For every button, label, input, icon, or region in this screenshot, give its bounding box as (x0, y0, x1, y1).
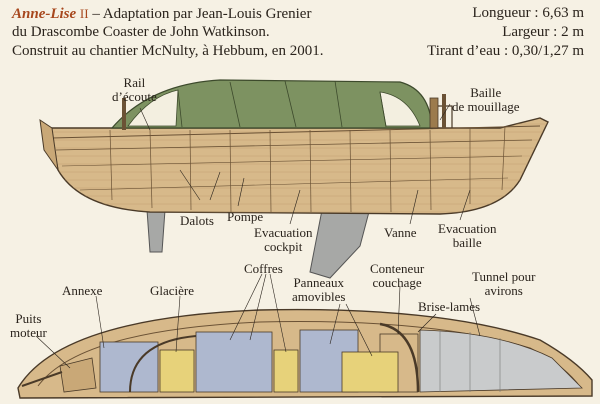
label-conteneur-couchage: Conteneur couchage (370, 261, 425, 290)
rudder-blade (146, 209, 166, 253)
label-glaciere: Glacière (150, 283, 195, 298)
canvas-cover (110, 79, 433, 129)
label-panneaux-amovibles: Panneaux amovibles (292, 275, 346, 304)
boat-numeral: II (79, 6, 89, 21)
header-line-1-rest: – Adaptation par Jean-Louis Grenier (88, 6, 312, 22)
label-tunnel-avirons: Tunnel pour avirons (472, 269, 536, 298)
label-pompe: Pompe (227, 209, 264, 224)
label-dalots: Dalots (180, 213, 214, 228)
panel-yellow-1 (159, 349, 195, 393)
label-puits-moteur: Puits moteur (10, 311, 47, 340)
boat-name: Anne-Lise (12, 6, 77, 22)
label-vanne: Vanne (384, 225, 417, 240)
forward-cabin (419, 329, 583, 393)
label-brise-lames: Brise-lames (418, 299, 481, 314)
label-evacuation-baille: Evacuation baille (438, 221, 497, 250)
spec-width: Largeur : 2 m (502, 24, 584, 40)
plan-leader-lines (35, 273, 481, 369)
label-coffres: Coffres (244, 261, 283, 276)
header-line-2: du Drascombe Coaster de John Watkinson. (12, 24, 270, 40)
label-baille-mouillage: Baille de mouillage (452, 85, 520, 114)
engine-well (59, 357, 97, 393)
panel-yellow-3 (341, 351, 399, 393)
panel-yellow-2 (273, 349, 299, 393)
centerboard (309, 207, 371, 279)
spec-length: Longueur : 6,63 m (472, 5, 584, 21)
label-evacuation-cockpit: Evacuation cockpit (254, 225, 313, 254)
top-plan (17, 308, 593, 399)
label-annexe: Annexe (62, 283, 103, 298)
side-profile (39, 79, 549, 279)
locker-mid (195, 331, 273, 393)
header-line-3: Construit au chantier McNulty, à Hebbum,… (12, 43, 324, 59)
breakwater (379, 322, 420, 393)
locker-aft (99, 341, 159, 393)
profile-leader-lines (139, 103, 471, 225)
label-rail-ecoute: Rail d’écoute (112, 75, 157, 104)
header-line-1: Anne-Lise II – Adaptation par Jean-Louis… (12, 4, 311, 24)
spec-draft: Tirant d’eau : 0,30/1,27 m (427, 43, 584, 59)
